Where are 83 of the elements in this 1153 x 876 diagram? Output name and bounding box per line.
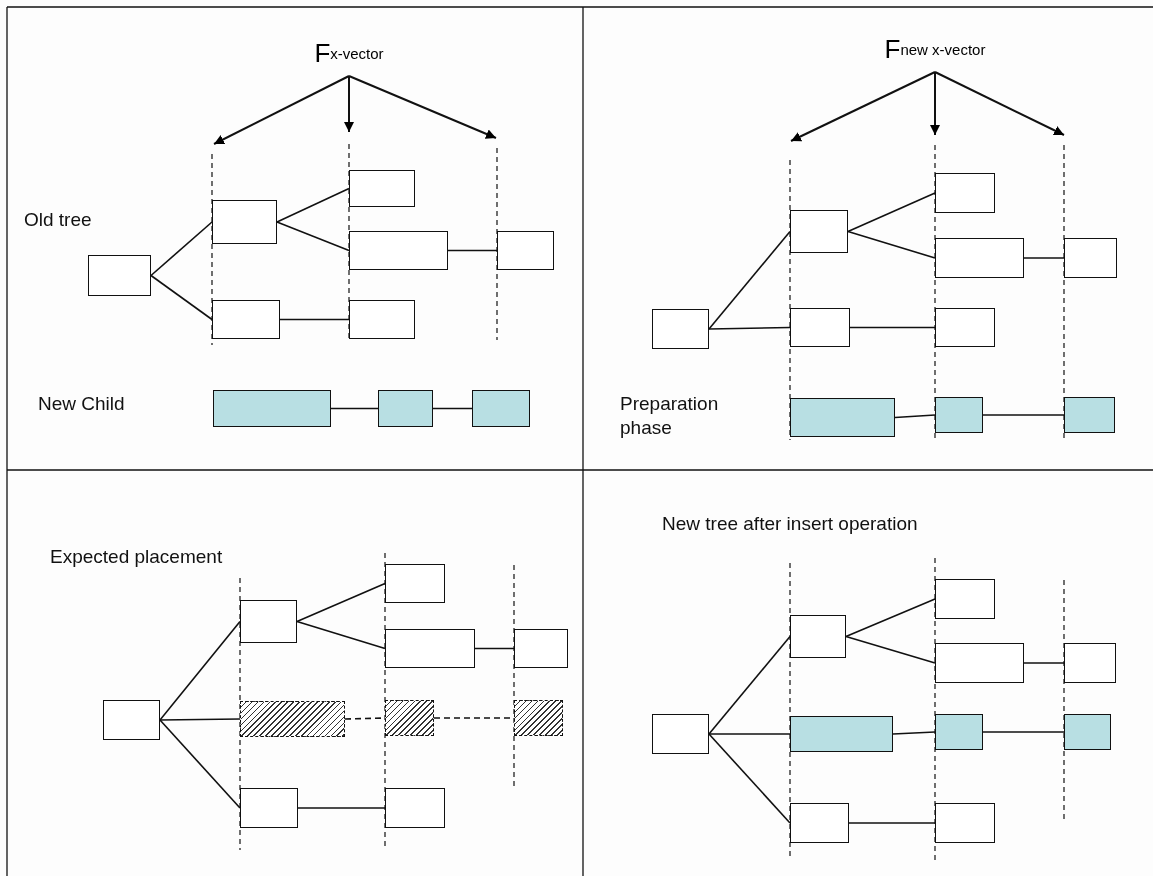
connector-line bbox=[894, 414, 936, 419]
tree-node-box bbox=[497, 231, 554, 270]
tree-node-box bbox=[935, 173, 995, 213]
connector-line bbox=[159, 718, 241, 721]
tree-node-box bbox=[212, 300, 280, 339]
new-node-box bbox=[790, 398, 895, 437]
tree-node-box bbox=[790, 803, 849, 843]
placeholder-box bbox=[514, 700, 563, 736]
tree-node-box bbox=[88, 255, 151, 296]
connector-line bbox=[159, 719, 241, 809]
tree-node-box bbox=[790, 210, 848, 253]
connector-line bbox=[1023, 662, 1065, 664]
arrow bbox=[930, 71, 940, 136]
connector-line bbox=[297, 807, 386, 809]
tree-node-box bbox=[935, 238, 1024, 278]
tree-node-box bbox=[349, 231, 448, 270]
tree-node-box bbox=[349, 170, 415, 207]
connector-line bbox=[845, 598, 936, 638]
tree-node-box bbox=[514, 629, 568, 668]
tree-node-box bbox=[790, 308, 850, 347]
connector-line bbox=[708, 733, 791, 735]
connector-line bbox=[150, 221, 213, 277]
new-node-box bbox=[790, 716, 893, 752]
new-node-box bbox=[1064, 397, 1115, 433]
panel-caption: Old tree bbox=[24, 208, 93, 232]
tree-node-box bbox=[652, 714, 709, 754]
connector-line bbox=[708, 230, 791, 330]
connector-line bbox=[276, 187, 350, 223]
connector-line bbox=[708, 326, 791, 330]
new-node-box bbox=[378, 390, 433, 427]
placeholder-box bbox=[240, 701, 345, 737]
connector-line bbox=[849, 326, 936, 329]
new-node-box bbox=[935, 714, 983, 750]
tree-node-box bbox=[385, 788, 445, 828]
panel-caption: New tree after insert operation bbox=[662, 512, 919, 536]
tree-node-box bbox=[935, 308, 995, 347]
connector-line bbox=[330, 407, 379, 410]
connector-line bbox=[150, 274, 213, 321]
tree-node-box bbox=[103, 700, 160, 740]
tree-node-box bbox=[935, 643, 1024, 683]
tree-node-box bbox=[935, 579, 995, 619]
connector-line bbox=[982, 731, 1065, 733]
new-node-box bbox=[1064, 714, 1111, 750]
tree-node-box bbox=[1064, 643, 1116, 683]
panel-caption: Preparation phase bbox=[620, 392, 720, 440]
connector-line bbox=[296, 582, 386, 623]
connector-line bbox=[982, 414, 1065, 416]
tree-node-box bbox=[385, 629, 475, 668]
connector-line bbox=[474, 647, 515, 650]
arrow bbox=[348, 75, 497, 139]
tree-node-box bbox=[935, 803, 995, 843]
connector-line bbox=[432, 407, 473, 410]
tree-node-box bbox=[212, 200, 277, 244]
arrow bbox=[344, 75, 354, 133]
new-node-box bbox=[472, 390, 530, 427]
arrow bbox=[934, 71, 1065, 136]
connector-line bbox=[159, 620, 241, 721]
new-node-box bbox=[213, 390, 331, 427]
tree-node-box bbox=[652, 309, 709, 349]
tree-node-box bbox=[1064, 238, 1117, 278]
connector-line bbox=[279, 318, 350, 321]
connector-line bbox=[708, 733, 791, 824]
panel-caption: New Child bbox=[38, 392, 126, 416]
tree-node-box bbox=[240, 600, 297, 643]
tree-node-box bbox=[790, 615, 846, 658]
tree-node-box bbox=[240, 788, 298, 828]
connector-line bbox=[848, 822, 936, 824]
connector-line bbox=[1023, 257, 1065, 259]
connector-line bbox=[892, 731, 936, 735]
connector-line bbox=[708, 635, 791, 735]
arrow bbox=[790, 71, 936, 142]
new-node-box bbox=[935, 397, 983, 433]
arrow bbox=[213, 75, 350, 145]
connector-line bbox=[296, 620, 386, 650]
connector-line bbox=[847, 192, 936, 233]
tree-node-box bbox=[385, 564, 445, 603]
connector-line bbox=[447, 249, 498, 252]
connector-line bbox=[845, 635, 936, 664]
tree-node-box bbox=[349, 300, 415, 339]
connector-line bbox=[847, 230, 936, 259]
panel-caption: Expected placement bbox=[50, 545, 224, 569]
placeholder-box bbox=[385, 700, 434, 736]
connector-line bbox=[276, 221, 350, 252]
